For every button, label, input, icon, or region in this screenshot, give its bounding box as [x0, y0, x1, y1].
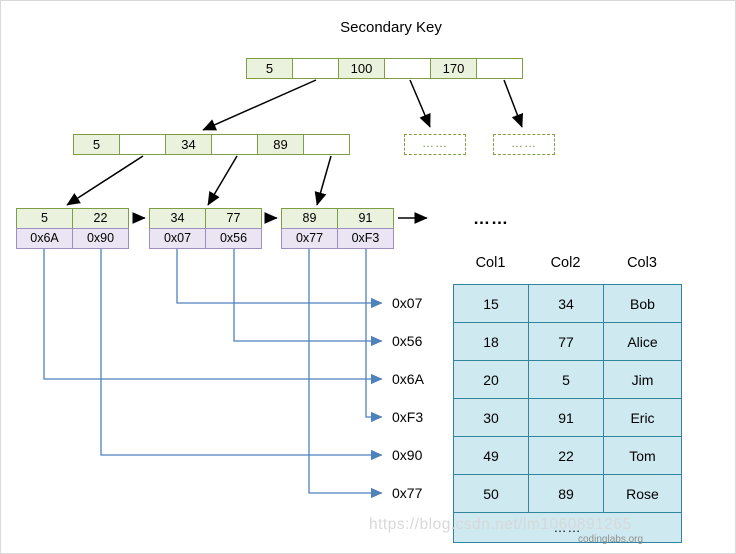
internal-pointer-cell — [211, 134, 258, 155]
root-pointer-cell — [384, 58, 431, 79]
table-cell: 18 — [453, 322, 529, 361]
leaf-address-cell: 0x07 — [149, 228, 206, 249]
record-address-label: 0x56 — [392, 333, 423, 349]
table-row: 49 22 Tom — [453, 436, 682, 475]
internal-pointer-cell — [119, 134, 166, 155]
arrow-internal-to-leaf-1 — [66, 155, 144, 206]
leaf-key-cell: 91 — [337, 208, 394, 229]
arrow-root-to-internal — [202, 79, 317, 131]
codinglabs-brandmark: codinglabs.org — [578, 534, 644, 545]
leaf-key-cell: 22 — [72, 208, 129, 229]
leaf-node-1: 5 22 0x6A 0x90 — [16, 208, 129, 249]
table-cell: 15 — [453, 284, 529, 323]
internal-key-cell: 5 — [73, 134, 120, 155]
table-cell: 50 — [453, 474, 529, 513]
root-pointer-cell — [476, 58, 523, 79]
table-cell: 89 — [528, 474, 604, 513]
leaf-address-row: 0x77 0xF3 — [281, 228, 394, 249]
leaf-address-cell: 0x6A — [16, 228, 73, 249]
table-row: 18 77 Alice — [453, 322, 682, 361]
root-node: 5 100 170 — [246, 58, 523, 79]
arrow-root-to-collapsed-1 — [409, 79, 431, 128]
collapsed-node: …… — [493, 134, 555, 155]
table-cell: Tom — [603, 436, 682, 475]
table-ellipsis-cell: …… — [453, 512, 682, 543]
leaf-key-row: 34 77 — [149, 208, 262, 229]
leaf-address-row: 0x6A 0x90 — [16, 228, 129, 249]
table-cell: 22 — [528, 436, 604, 475]
arrow-root-to-collapsed-2 — [503, 79, 524, 128]
leaf-address-cell: 0x56 — [205, 228, 262, 249]
table-row: 15 34 Bob — [453, 284, 682, 323]
leaf-key-cell: 34 — [149, 208, 206, 229]
leaf-chain-ellipsis: …… — [473, 209, 509, 228]
table-cell: Jim — [603, 360, 682, 399]
table-row: 20 5 Jim — [453, 360, 682, 399]
record-address-label: 0x6A — [392, 371, 424, 387]
column-header-col2: Col2 — [550, 255, 581, 271]
root-key-cell: 5 — [246, 58, 293, 79]
table-cell: 77 — [528, 322, 604, 361]
leaf-key-cell: 5 — [16, 208, 73, 229]
internal-pointer-cell — [303, 134, 350, 155]
table-cell: Rose — [603, 474, 682, 513]
pointer-line-0x77 — [308, 249, 383, 499]
leaf-address-cell: 0x77 — [281, 228, 338, 249]
leaf-key-cell: 89 — [281, 208, 338, 229]
pointer-line-0x07 — [176, 249, 383, 309]
record-address-label: 0x90 — [392, 447, 423, 463]
root-pointer-cell — [292, 58, 339, 79]
table-row: 30 91 Eric — [453, 398, 682, 437]
table-cell: Eric — [603, 398, 682, 437]
arrow-internal-to-leaf-2 — [207, 155, 238, 206]
data-table: 15 34 Bob 18 77 Alice 20 5 Jim 30 91 Eri… — [453, 284, 682, 543]
pointer-line-0x56 — [233, 249, 383, 347]
internal-node: 5 34 89 — [73, 134, 350, 155]
leaf-node-2: 34 77 0x07 0x56 — [149, 208, 262, 249]
leaf-key-row: 5 22 — [16, 208, 129, 229]
leaf-node-3: 89 91 0x77 0xF3 — [281, 208, 394, 249]
table-cell: 5 — [528, 360, 604, 399]
arrow-internal-to-leaf-3 — [314, 155, 332, 206]
pointer-line-0x90 — [100, 249, 383, 461]
table-cell: Alice — [603, 322, 682, 361]
record-address-label: 0xF3 — [392, 409, 424, 425]
root-key-cell: 100 — [338, 58, 385, 79]
table-row: 50 89 Rose — [453, 474, 682, 513]
table-cell: 20 — [453, 360, 529, 399]
internal-key-cell: 89 — [257, 134, 304, 155]
pointer-line-0x6A — [43, 249, 383, 385]
leaf-address-row: 0x07 0x56 — [149, 228, 262, 249]
record-address-label: 0x77 — [392, 485, 423, 501]
table-cell: 30 — [453, 398, 529, 437]
csdn-watermark: https://blog.csdn.net/lm1060891265 — [369, 516, 632, 533]
leaf-address-cell: 0xF3 — [337, 228, 394, 249]
internal-key-cell: 34 — [165, 134, 212, 155]
table-cell: Bob — [603, 284, 682, 323]
table-cell: 49 — [453, 436, 529, 475]
leaf-key-cell: 77 — [205, 208, 262, 229]
pointer-line-0xF3 — [365, 249, 383, 423]
table-cell: 34 — [528, 284, 604, 323]
leaf-key-row: 89 91 — [281, 208, 394, 229]
column-header-col1: Col1 — [475, 255, 506, 271]
column-header-col3: Col3 — [627, 255, 657, 271]
root-key-cell: 170 — [430, 58, 477, 79]
record-address-label: 0x07 — [392, 295, 423, 311]
diagram-title: Secondary Key — [340, 19, 442, 36]
table-ellipsis-row: …… — [453, 512, 682, 543]
table-cell: 91 — [528, 398, 604, 437]
collapsed-node: …… — [404, 134, 466, 155]
leaf-address-cell: 0x90 — [72, 228, 129, 249]
